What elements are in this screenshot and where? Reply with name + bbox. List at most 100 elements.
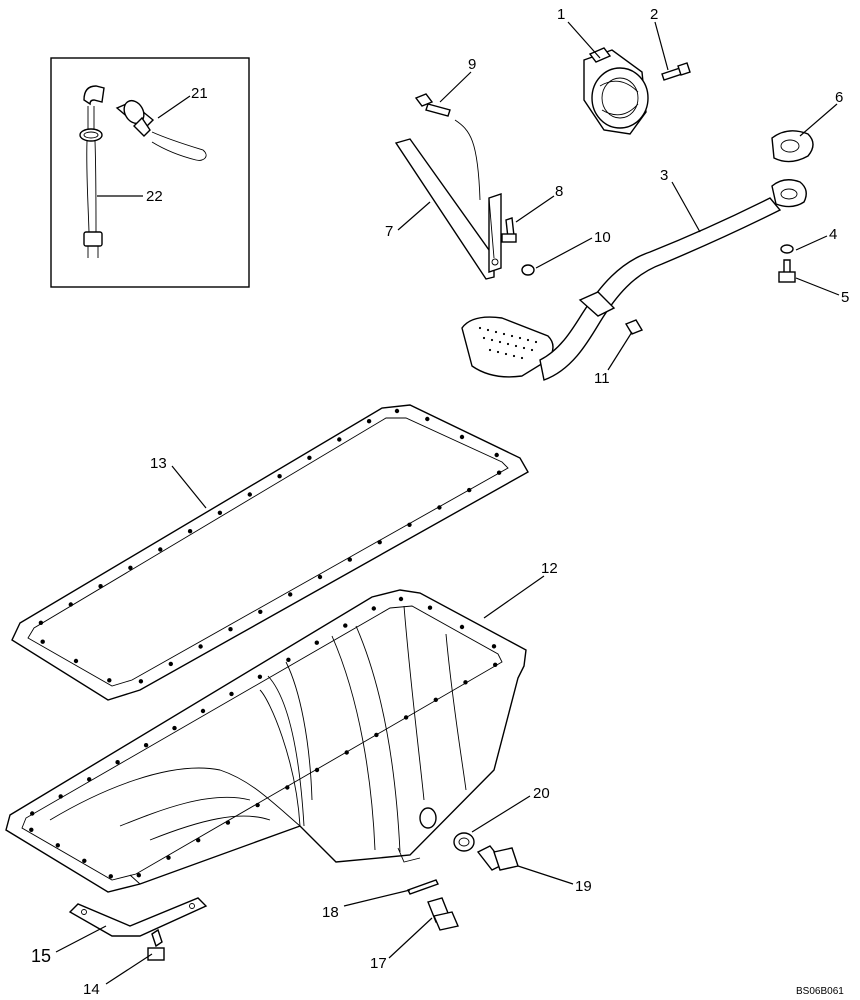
inset-box [50, 57, 250, 288]
bolt-hole [314, 767, 320, 773]
bolt-hole [427, 605, 433, 610]
bolt-hole [225, 820, 231, 825]
bolt-hole [459, 624, 465, 630]
callout-17: 17 [370, 955, 387, 972]
bolt-hole [257, 674, 263, 679]
callout-15: 15 [31, 946, 51, 966]
callout-6: 6 [835, 89, 843, 106]
washer-part-10 [521, 264, 535, 276]
bolt-hole [166, 855, 171, 860]
bolt-hole [491, 644, 497, 649]
oil-pan-part [5, 589, 527, 893]
callout-13: 13 [150, 455, 167, 472]
bolt-hole [73, 658, 79, 664]
bolt-hole [38, 620, 44, 625]
bolt-hole [200, 708, 206, 714]
bolt-hole [258, 609, 263, 614]
bolt-hole [437, 505, 442, 510]
bolt-hole [343, 623, 348, 628]
bolt-hole [187, 529, 193, 534]
bolt-part-8 [501, 217, 517, 243]
bolt-hole [493, 662, 498, 667]
bolt-hole [377, 540, 382, 545]
bolt-hole [467, 487, 472, 493]
callout-11: 11 [594, 370, 610, 387]
callout-8: 8 [555, 183, 563, 200]
oil-level-sensor-part [79, 85, 207, 258]
washer-part-20 [453, 832, 475, 852]
bolt-hole [317, 574, 323, 580]
callout-5: 5 [841, 289, 849, 306]
callout-3: 3 [660, 167, 668, 184]
bolt-hole [286, 657, 291, 662]
bolt-hole [82, 858, 87, 863]
strainer-mesh [478, 326, 538, 360]
washer-part-4 [780, 244, 794, 254]
bolt-hole [307, 455, 312, 460]
bolt-part-9 [414, 93, 481, 201]
bolt-hole [277, 474, 282, 479]
bracket-part [394, 138, 502, 280]
bolt-hole [98, 584, 103, 589]
bolt-hole [143, 743, 149, 748]
drawing-code: BS06B061 [796, 986, 844, 997]
bolt-hole [138, 679, 144, 684]
leader-lines [55, 21, 840, 985]
bolt-hole [371, 606, 376, 611]
callout-18: 18 [322, 904, 339, 921]
nut-part-11 [624, 319, 644, 335]
bolt-hole [344, 750, 349, 755]
callout-4: 4 [829, 226, 837, 243]
bolt-hole [398, 596, 404, 602]
gasket-part-18 [407, 879, 439, 895]
callout-10: 10 [594, 229, 611, 246]
oil-pump-part [583, 47, 649, 135]
callout-20: 20 [533, 785, 550, 802]
fitting-part-17 [427, 897, 459, 931]
bolt-hole [58, 794, 63, 799]
callout-2: 2 [650, 6, 658, 23]
bolt-hole [228, 627, 233, 632]
bolt-hole [425, 416, 430, 422]
bolt-part-14 [147, 928, 165, 961]
bolt-hole [108, 874, 114, 879]
bolt-hole [247, 492, 252, 497]
bolt-hole [68, 602, 74, 607]
bolt-hole [374, 732, 379, 738]
bolt-hole [347, 557, 352, 562]
bolt-hole [168, 661, 173, 667]
drain-plug-part-19 [476, 845, 519, 871]
bolt-hole [366, 419, 372, 424]
bolt-hole [314, 640, 319, 645]
callout-12: 12 [541, 560, 558, 577]
bolt-hole [136, 873, 141, 878]
bolt-part-5 [778, 259, 796, 283]
bolt-hole [229, 691, 234, 697]
bolt-hole [30, 811, 35, 816]
bolt-hole [394, 408, 400, 414]
bolt-hole [87, 777, 92, 782]
bolt-hole [403, 715, 409, 720]
bolt-hole [337, 437, 342, 442]
callout-21: 21 [191, 85, 208, 102]
callout-22: 22 [146, 188, 163, 205]
bolt-hole [407, 522, 412, 527]
bolt-hole [255, 802, 260, 808]
bolt-hole [55, 843, 60, 848]
bolt-hole [198, 644, 203, 649]
bolt-hole [459, 434, 465, 440]
callout-labels: 1 2 3 4 5 6 7 8 9 10 11 12 13 14 15 17 1… [31, 6, 849, 998]
bolt-hole [217, 510, 223, 515]
bolt-hole [172, 725, 177, 731]
bolt-hole [128, 565, 133, 570]
bolt-hole [496, 470, 502, 475]
bolt-hole [107, 678, 112, 683]
bolt-hole [40, 639, 45, 644]
callout-19: 19 [575, 878, 592, 895]
bolt-part-2 [661, 62, 691, 81]
bolt-hole [115, 760, 120, 765]
suction-tube-part [461, 179, 807, 381]
bolt-hole [494, 452, 499, 458]
